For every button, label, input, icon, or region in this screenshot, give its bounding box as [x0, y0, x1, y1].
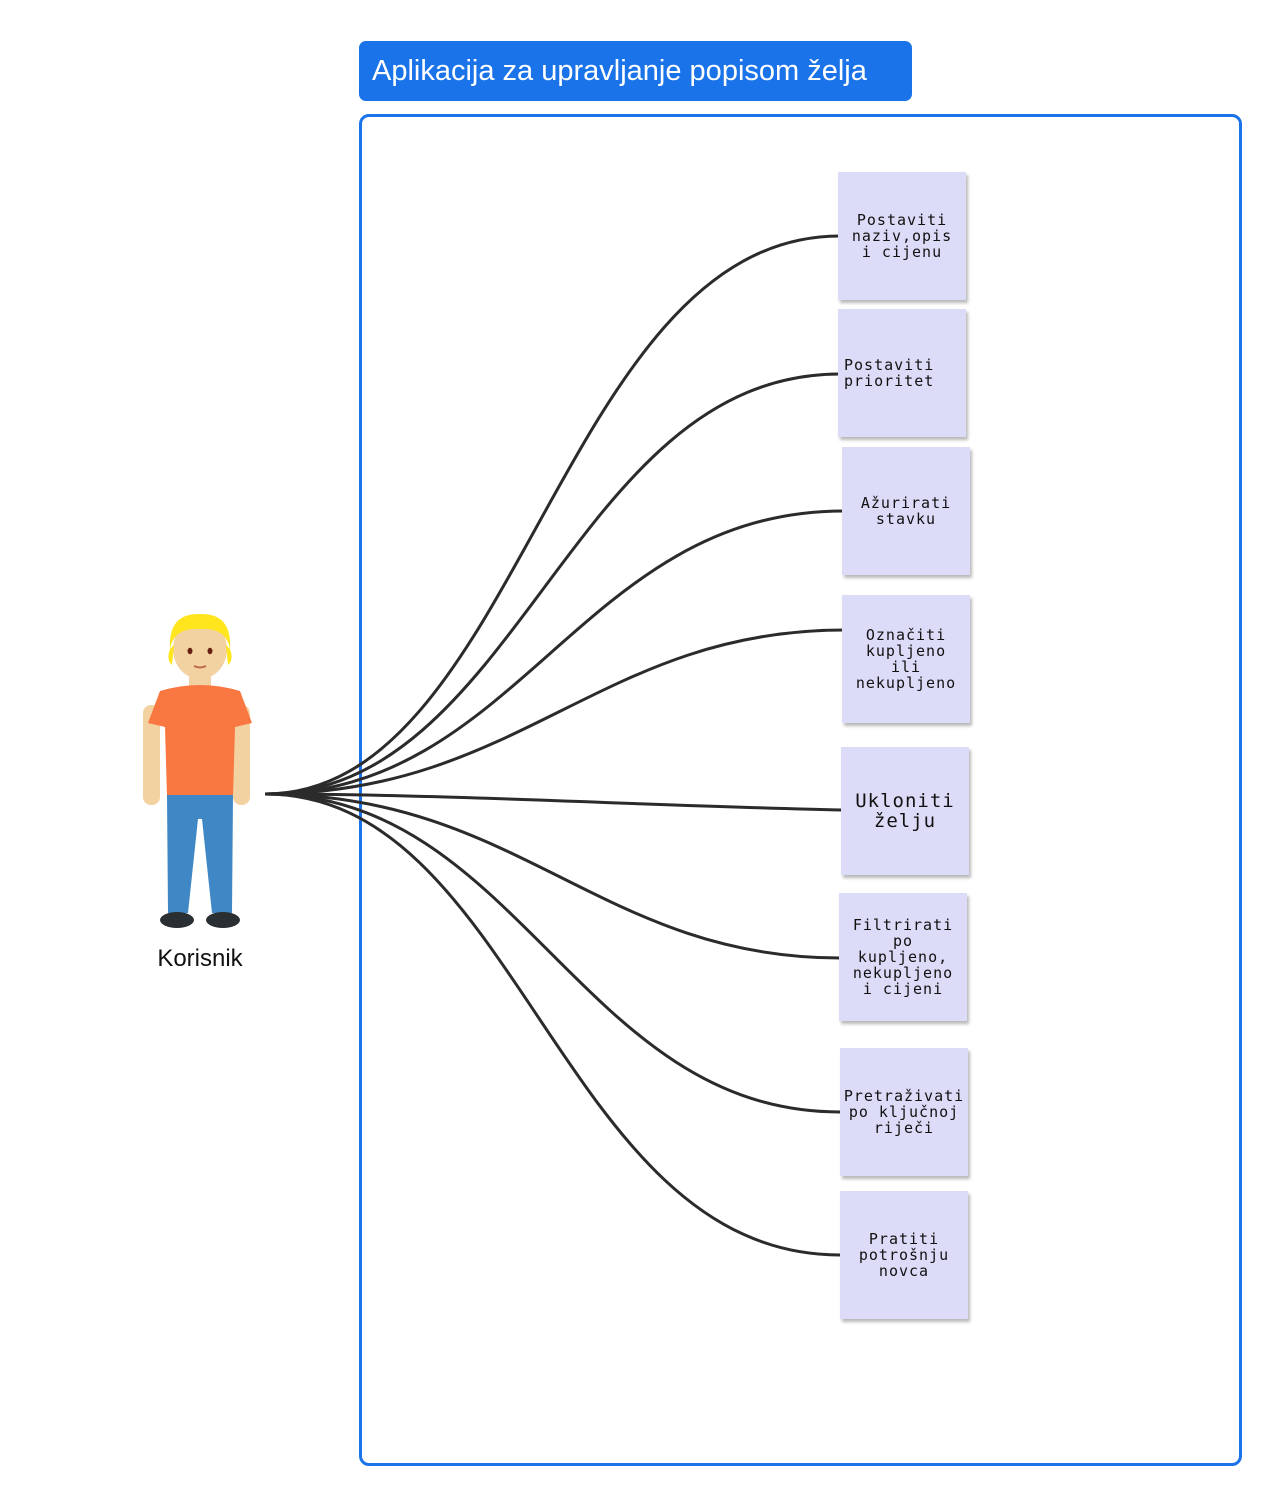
- use-case-sticky[interactable]: Pretraživati po ključnoj riječi: [840, 1048, 968, 1176]
- use-case-sticky[interactable]: Filtrirati po kupljeno, nekupljeno i cij…: [839, 893, 967, 1021]
- system-boundary: [359, 114, 1242, 1466]
- connector-line: [264, 234, 841, 796]
- connector-line: [264, 792, 844, 812]
- connector-line: [264, 792, 841, 1114]
- system-title: Aplikacija za upravljanje popisom želja: [359, 41, 912, 101]
- use-case-sticky[interactable]: Ažurirati stavku: [842, 447, 970, 575]
- use-case-label: Postaviti prioritet: [844, 356, 935, 390]
- use-case-sticky[interactable]: Postaviti prioritet: [838, 309, 966, 437]
- use-case-label: Postaviti naziv,opis i cijenu: [851, 211, 953, 261]
- connector-line: [264, 372, 841, 796]
- use-case-sticky[interactable]: Označiti kupljeno ili nekupljeno: [842, 595, 970, 723]
- use-case-label: Ukloniti želju: [855, 790, 955, 832]
- use-case-label: Pratiti potrošnju novca: [858, 1230, 950, 1280]
- person-icon: [143, 613, 252, 928]
- use-case-label: Filtrirati po kupljeno, nekupljeno i cij…: [852, 916, 954, 998]
- connector-line: [264, 628, 845, 796]
- use-case-sticky[interactable]: Ukloniti želju: [841, 747, 969, 875]
- use-case-label: Označiti kupljeno ili nekupljeno: [855, 626, 957, 692]
- use-case-sticky[interactable]: Postaviti naziv,opis i cijenu: [838, 172, 966, 300]
- connector-line: [264, 792, 841, 960]
- use-case-sticky[interactable]: Pratiti potrošnju novca: [840, 1191, 968, 1319]
- connector-line: [264, 509, 845, 796]
- use-case-label: Ažurirati stavku: [860, 494, 952, 528]
- actor-label: Korisnik: [157, 945, 243, 972]
- use-case-label: Pretraživati po ključnoj riječi: [843, 1087, 965, 1137]
- connector-line: [264, 792, 841, 1257]
